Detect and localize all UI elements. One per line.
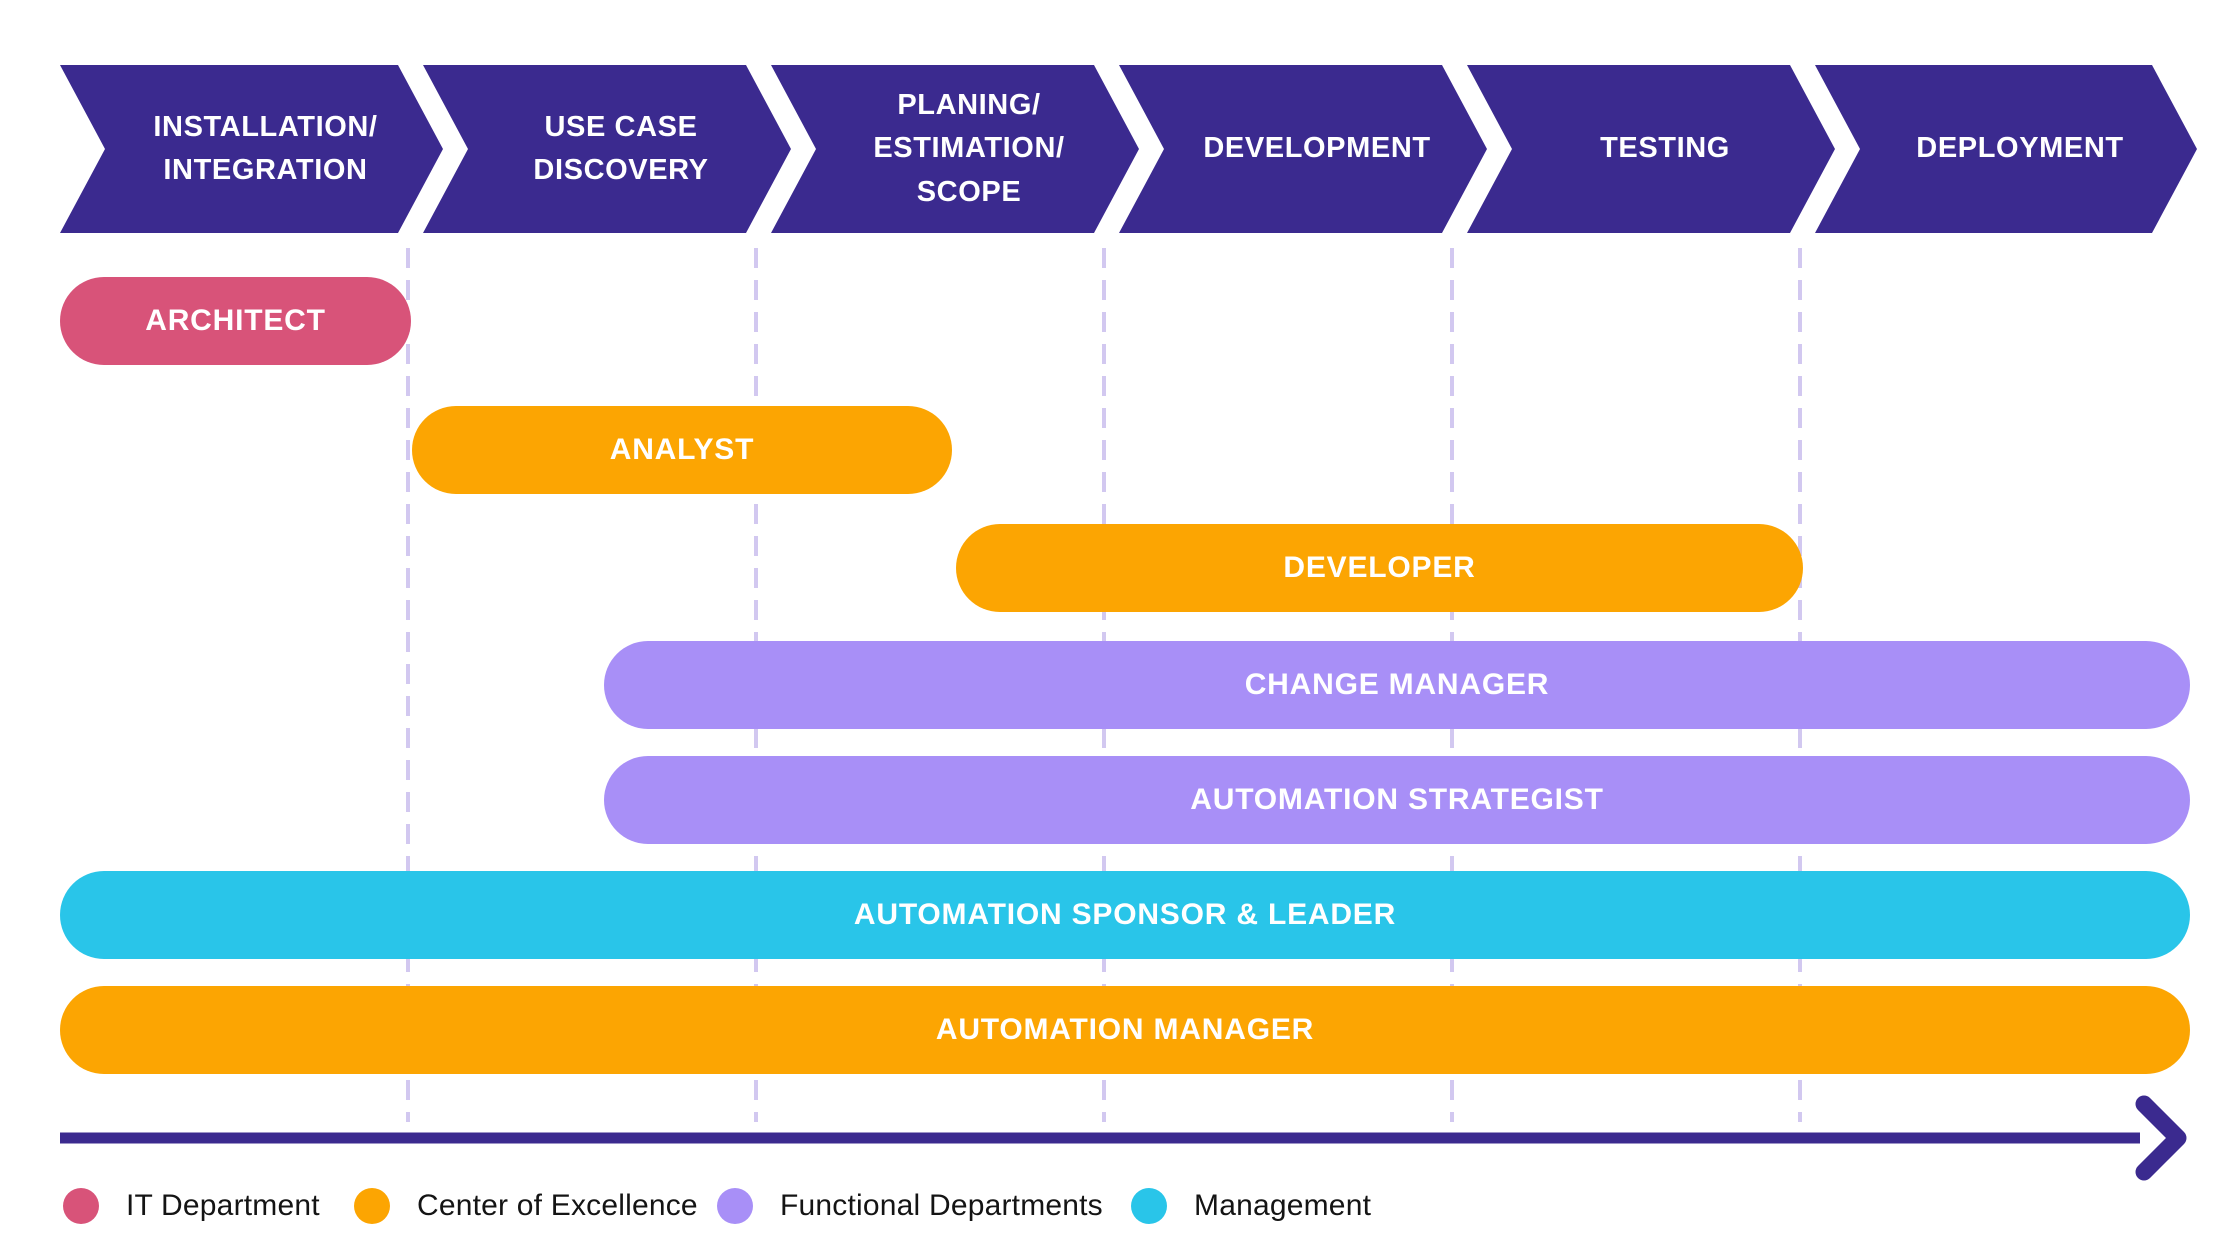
phase-arrow-development: DEVELOPMENT xyxy=(1119,65,1487,233)
legend-label: Center of Excellence xyxy=(417,1189,698,1222)
legend-label: IT Department xyxy=(126,1189,320,1222)
legend-dot-cyan-icon xyxy=(1131,1188,1167,1224)
bar-label: CHANGE MANAGER xyxy=(1244,668,1550,701)
bar-label: AUTOMATION STRATEGIST xyxy=(1190,783,1604,816)
legend-dot-pink-icon xyxy=(63,1188,99,1224)
bar-label: AUTOMATION MANAGER xyxy=(935,1013,1315,1046)
legend-item-management: Management xyxy=(1131,1186,1371,1226)
column-divider xyxy=(406,248,410,1122)
phase-label: DEPLOYMENT xyxy=(1916,132,2124,165)
legend-item-it-department: IT Department xyxy=(63,1186,320,1226)
bar-analyst: ANALYST xyxy=(412,406,952,494)
timeline-arrowhead-icon xyxy=(2135,1095,2187,1181)
phase-arrow-installation-integration: INSTALLATION/ INTEGRATION xyxy=(60,65,443,233)
bar-automation-strategist: AUTOMATION STRATEGIST xyxy=(604,756,2190,844)
bar-label: ARCHITECT xyxy=(145,304,326,337)
legend-item-functional-departments: Functional Departments xyxy=(717,1186,1103,1226)
legend-dot-orange-icon xyxy=(354,1188,390,1224)
bar-automation-manager: AUTOMATION MANAGER xyxy=(60,986,2190,1074)
legend-dot-lavender-icon xyxy=(717,1188,753,1224)
phase-label: INSTALLATION/ INTEGRATION xyxy=(153,110,378,186)
bar-label: ANALYST xyxy=(609,433,755,466)
phase-arrow-testing: TESTING xyxy=(1467,65,1835,233)
phase-label: PLANING/ ESTIMATION/ SCOPE xyxy=(873,88,1065,208)
phase-arrow-deployment: DEPLOYMENT xyxy=(1815,65,2197,233)
phase-arrow-planing-estimation-scope: PLANING/ ESTIMATION/ SCOPE xyxy=(771,65,1139,233)
phase-label: TESTING xyxy=(1600,132,1730,165)
bar-label: DEVELOPER xyxy=(1283,551,1476,584)
phase-arrow-use-case-discovery: USE CASE DISCOVERY xyxy=(423,65,791,233)
bar-label: AUTOMATION SPONSOR & LEADER xyxy=(853,898,1397,931)
bar-developer: DEVELOPER xyxy=(956,524,1803,612)
bar-change-manager: CHANGE MANAGER xyxy=(604,641,2190,729)
phase-label: DEVELOPMENT xyxy=(1203,132,1431,165)
legend-label: Functional Departments xyxy=(780,1189,1103,1222)
bar-architect: ARCHITECT xyxy=(60,277,411,365)
bar-automation-sponsor-leader: AUTOMATION SPONSOR & LEADER xyxy=(60,871,2190,959)
phase-label: USE CASE DISCOVERY xyxy=(533,110,709,186)
legend-label: Management xyxy=(1194,1189,1372,1222)
legend-item-center-of-excellence: Center of Excellence xyxy=(354,1186,698,1226)
timeline-arrow xyxy=(60,1095,2187,1181)
